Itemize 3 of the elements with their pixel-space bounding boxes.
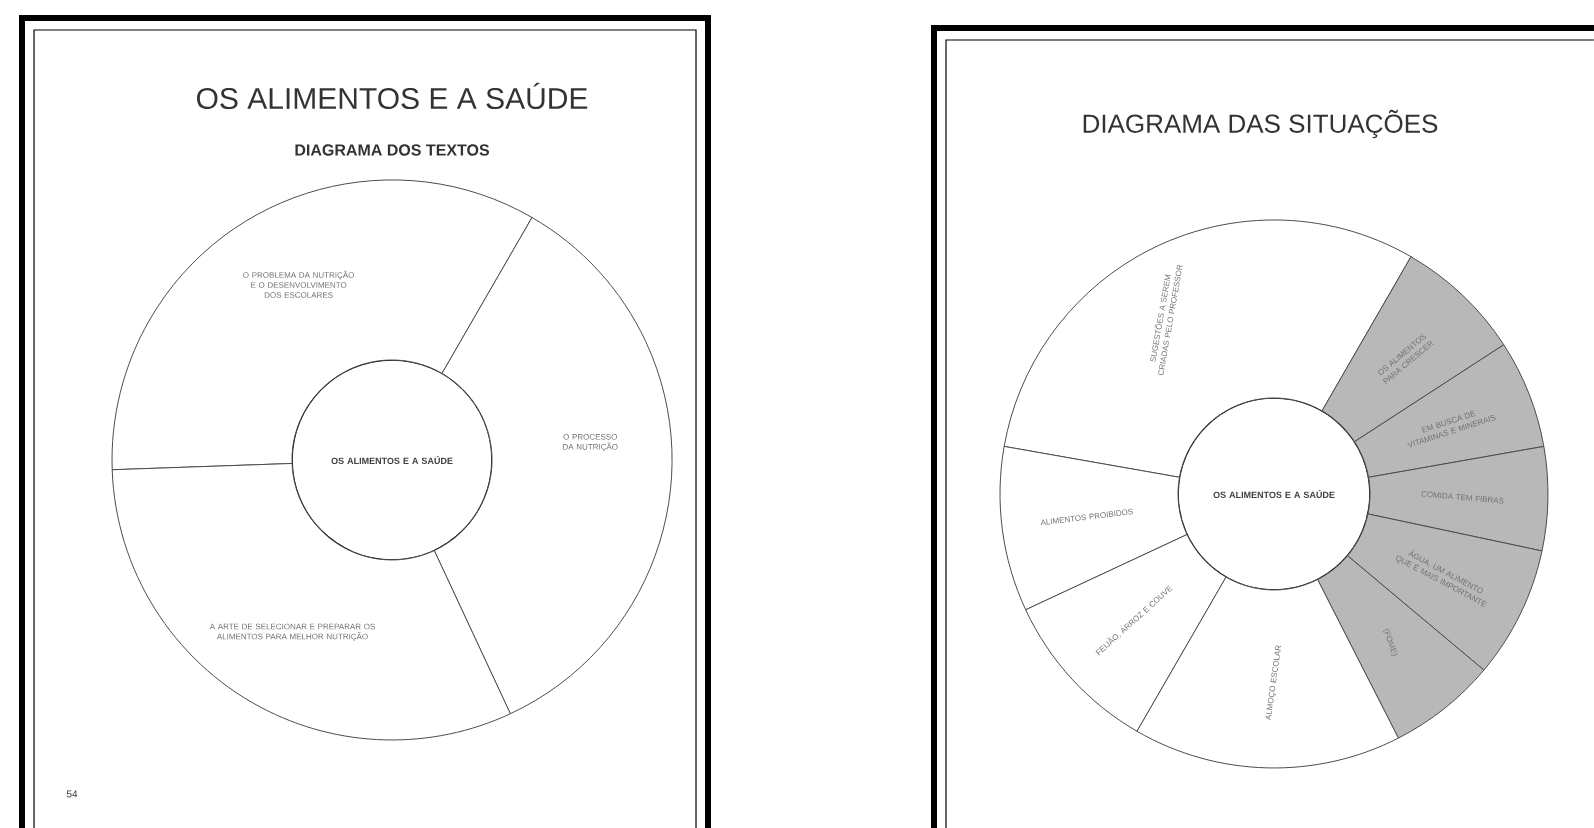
heading: DIAGRAMA DAS SITUAÇÕES <box>1083 109 1438 139</box>
heading: OS ALIMENTOS E A SAÚDE <box>197 82 588 110</box>
subheading: DIAGRAMA DOS TEXTOS <box>295 144 489 156</box>
